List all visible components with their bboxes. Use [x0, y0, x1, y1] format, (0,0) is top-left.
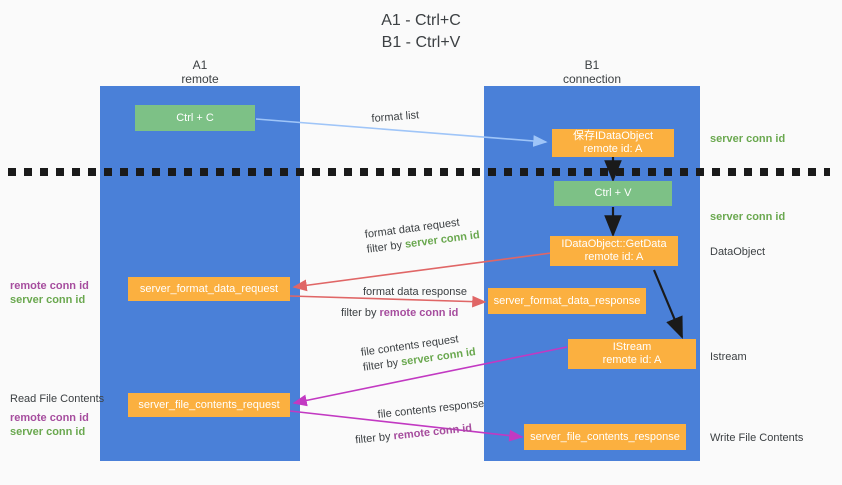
lane-header-a1: A1 remote: [100, 58, 300, 86]
annotation-remote-conn-id-2: remote conn id: [10, 412, 89, 424]
annotation-server-conn-id-1: server conn id: [10, 294, 86, 306]
edge-label-format-data-response: format data response filter by remote co…: [341, 286, 467, 319]
filter-value-remote-conn-id-1: remote conn id: [379, 307, 459, 319]
box-server-format-data-request-label: server_format_data_request: [139, 282, 279, 295]
annotation-istream: Istream: [710, 351, 747, 363]
box-istream-line1: IStream: [612, 341, 652, 353]
box-istream[interactable]: IStream remote id: A: [568, 339, 696, 369]
box-ctrl-v[interactable]: Ctrl + V: [554, 181, 672, 206]
box-ctrl-c-label: Ctrl + C: [176, 111, 214, 124]
box-server-file-contents-response-label: server_file_contents_response: [530, 430, 680, 443]
box-save-idataobject[interactable]: 保存IDataObject remote id: A: [552, 129, 674, 157]
edge-label-file-contents-response: file contents response filter by remote …: [355, 397, 487, 447]
filter-value-remote-conn-id-2: remote conn id: [392, 422, 473, 443]
box-server-file-contents-request[interactable]: server_file_contents_request: [128, 393, 290, 417]
box-ctrl-c[interactable]: Ctrl + C: [135, 105, 255, 131]
annotation-remote-conn-id-1: remote conn id: [10, 280, 89, 292]
edge-label-file-contents-request: file contents request filter by server c…: [360, 333, 477, 374]
box-server-file-contents-request-label: server_file_contents_request: [138, 398, 280, 411]
box-save-idataobject-line1: 保存IDataObject: [572, 130, 654, 142]
box-server-format-data-request[interactable]: server_format_data_request: [128, 277, 290, 301]
lane-b1-title: B1: [584, 58, 600, 72]
annotation-server-conn-id-mid: server conn id: [710, 211, 786, 223]
page-title: A1 - Ctrl+C B1 - Ctrl+V: [0, 10, 842, 54]
box-server-format-data-response-label: server_format_data_response: [493, 294, 641, 307]
annotation-server-conn-id-top: server conn id: [710, 133, 786, 145]
lane-a1-subtitle: remote: [181, 72, 219, 86]
box-istream-line2: remote id: A: [602, 354, 662, 366]
annotation-dataobject: DataObject: [710, 246, 766, 258]
annotation-server-conn-id-2: server conn id: [10, 426, 86, 438]
title-line-1: A1 - Ctrl+C: [381, 12, 461, 29]
annotation-read-file-contents: Read File Contents: [10, 393, 105, 405]
edge-label-format-list: format list: [371, 109, 420, 125]
annotation-write-file-contents: Write File Contents: [710, 432, 804, 444]
edge-label-format-data-request: format data request filter by server con…: [364, 216, 481, 256]
box-save-idataobject-line2: remote id: A: [583, 143, 643, 155]
title-line-2: B1 - Ctrl+V: [381, 34, 461, 51]
lane-header-b1: B1 connection: [484, 58, 700, 86]
box-server-format-data-response[interactable]: server_format_data_response: [488, 288, 646, 314]
edge-label-file-contents-response-filter: filter by remote conn id: [354, 422, 473, 447]
box-idataobject-getdata-line1: IDataObject::GetData: [561, 238, 667, 250]
lane-b1-subtitle: connection: [562, 72, 622, 86]
edge-label-format-data-response-filter: filter by remote conn id: [341, 307, 459, 319]
box-server-file-contents-response[interactable]: server_file_contents_response: [524, 424, 686, 450]
lane-a1-title: A1: [192, 58, 208, 72]
box-idataobject-getdata[interactable]: IDataObject::GetData remote id: A: [550, 236, 678, 266]
box-ctrl-v-label: Ctrl + V: [594, 187, 632, 199]
box-idataobject-getdata-line2: remote id: A: [584, 251, 644, 263]
